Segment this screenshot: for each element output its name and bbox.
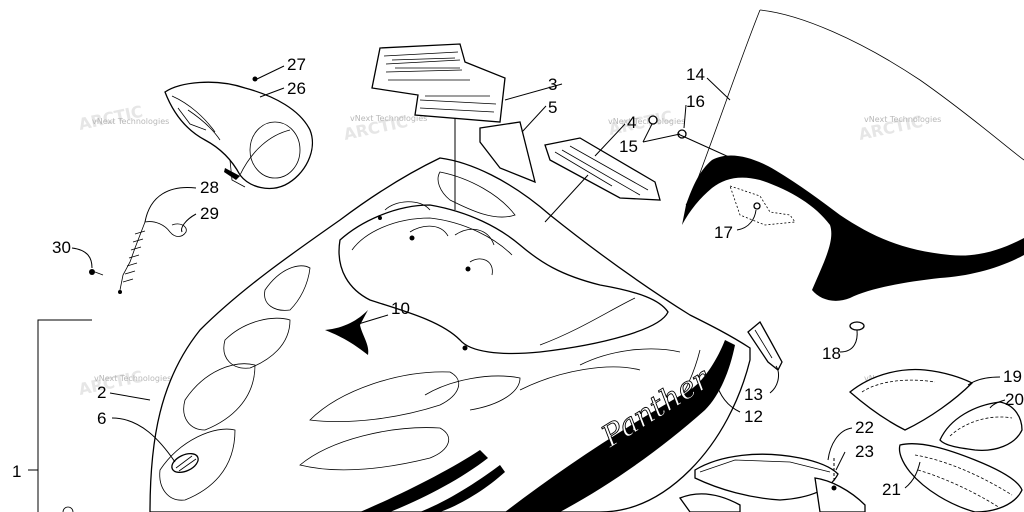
callout-2: 2 [97,383,106,402]
callout-15: 15 [619,137,638,156]
seat-base-part [678,453,866,512]
headlight-housing-part [164,76,314,189]
callout-30: 30 [52,238,71,257]
callout-22: 22 [855,418,874,437]
callout-29: 29 [200,204,219,223]
watermark-4: vNext Technologies [864,115,941,124]
hood-decal-top-part [371,43,506,123]
callout-13: 13 [744,385,763,404]
leader-lines [28,65,1006,512]
watermark-2: vNext Technologies [350,114,427,123]
stripe-decal-part [544,137,661,201]
watermark-1: vNext Technologies [92,117,169,126]
small-decal-part [479,121,536,184]
windshield-part [682,9,1024,301]
callout-23: 23 [855,442,874,461]
windshield-hardware [648,115,865,331]
callout-20: 20 [1005,390,1024,409]
latch-part [747,320,783,372]
callout-17: 17 [714,223,733,242]
callout-5: 5 [548,98,557,117]
callout-26: 26 [287,79,306,98]
callout-1: 1 [12,462,21,481]
hood-part: Panther [62,157,751,512]
callout-16: 16 [686,92,705,111]
watermark-5: vNext Technologies [94,374,171,383]
watermark-3: vNext Technologies [608,117,685,126]
callout-28: 28 [200,178,219,197]
callout-18: 18 [822,344,841,363]
callout-labels: 1 2 3 4 5 6 10 12 13 14 15 16 17 18 19 2… [12,55,1024,499]
callout-3: 3 [548,75,557,94]
callout-12: 12 [744,407,763,426]
callout-27: 27 [287,55,306,74]
callout-10: 10 [391,299,410,318]
callout-6: 6 [97,409,106,428]
callout-4: 4 [627,113,636,132]
callout-21: 21 [882,480,901,499]
spring-cable-part [89,221,187,294]
callout-14: 14 [686,65,705,84]
seat-pads-parts [848,368,1023,512]
callout-19: 19 [1003,367,1022,386]
